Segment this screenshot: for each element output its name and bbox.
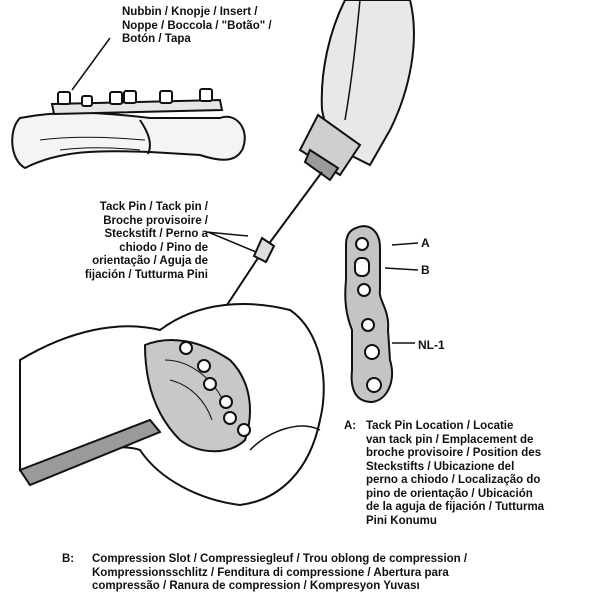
nubbin-label: Nubbin / Knopje / Insert / Noppe / Bocco… [122, 6, 322, 47]
legend-b-key: B: [62, 553, 74, 567]
legend-a-key: A: [344, 420, 356, 434]
callout-a: A [421, 236, 430, 250]
legend-b-text: Compression Slot / Compressiegleuf / Tro… [92, 553, 592, 594]
callout-b: B [421, 263, 430, 277]
bone-with-plate-illustration [12, 38, 245, 168]
tack-pin-label: Tack Pin / Tack pin / Broche provisoire … [8, 201, 208, 282]
foot-surgical-illustration [20, 304, 324, 505]
callout-nl1: NL-1 [418, 338, 445, 352]
plate-closeup-illustration [345, 226, 418, 402]
legend-a-text: Tack Pin Location / Locatie van tack pin… [366, 420, 588, 528]
